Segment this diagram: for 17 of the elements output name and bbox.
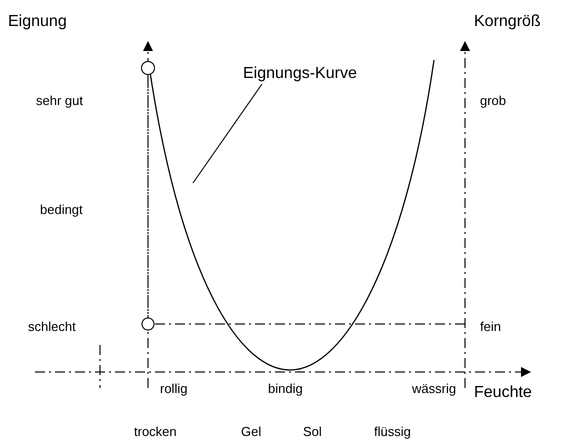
scale-label: bedingt (40, 203, 83, 216)
scale-label: rollig (160, 382, 188, 395)
scale-label: bindig (268, 382, 303, 395)
axis-title: Korngröß (474, 14, 541, 30)
scale-label: schlecht (28, 320, 76, 333)
scale-label: sehr gut (36, 94, 83, 107)
scale-label: trocken (134, 425, 177, 438)
scale-label: Gel (241, 425, 262, 438)
scale-label: wässrig (412, 382, 456, 395)
scale-label: flüssig (374, 425, 411, 438)
leader-line (192, 84, 262, 184)
scale-label: fein (480, 320, 501, 333)
suitability-curve (149, 60, 435, 371)
axis-title: Feuchte (474, 385, 532, 401)
axis-title: Eignung (8, 14, 67, 30)
scale-label: grob (480, 94, 506, 107)
scale-label: Sol (303, 425, 322, 438)
